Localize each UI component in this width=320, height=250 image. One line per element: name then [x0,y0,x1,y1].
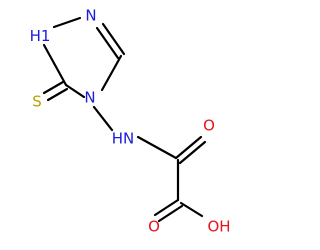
bond-n1-n2 [52,16,82,29]
ring-n4-label: N [84,89,95,107]
bond-c1-o [174,135,203,160]
bond-c2-o-double [157,204,184,223]
hydrazide-nh-label: HN [112,130,135,148]
atom-labels: H1 N N N S HN O O OH [30,7,231,236]
chemical-structure: H1 N N N S HN O O OH [30,7,231,236]
bond-c2-o [153,198,180,217]
carbonyl-o-label: O [203,117,215,135]
bonds [42,16,207,223]
bond-n4-nh [92,105,114,132]
bond-nh-c1 [136,135,178,160]
acid-oh-label: OH [207,218,230,236]
ring-n2-label: N [85,7,96,25]
bond-c2-oh [179,201,204,218]
ring-n1-h-label: H1 [30,27,51,45]
bond-n4-c5 [64,83,86,99]
bond-c1-o-double [178,140,207,165]
thione-s-label: S [32,93,42,111]
bond-n2-c3-double [101,22,126,56]
bond-c5-s-double [46,87,69,102]
acid-o-label: O [148,218,160,236]
bond-c5-n1 [42,43,68,87]
bond-c5-s [42,80,65,95]
bond-c3-n4 [100,54,123,92]
bond-n2-c3 [95,26,120,60]
